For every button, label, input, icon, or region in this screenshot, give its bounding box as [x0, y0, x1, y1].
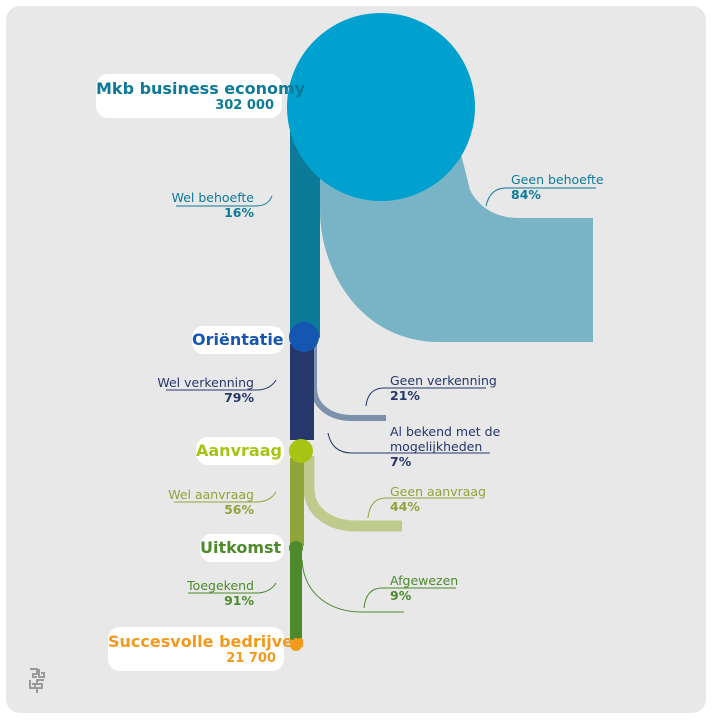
no-need-leader-line — [485, 187, 596, 207]
applied-flow-trunk — [290, 458, 304, 546]
stage-orientation-title: Oriëntatie — [192, 330, 284, 349]
outcome-node — [289, 541, 303, 555]
market-size-circle — [287, 13, 475, 201]
stage-outcome-box: Uitkomst — [200, 534, 284, 562]
stage-outcome-title: Uitkomst — [200, 538, 282, 557]
stage-success-title: Succesvolle bedrijven — [108, 632, 305, 651]
success-node — [290, 639, 302, 651]
stage-success-value: 21 700 — [226, 651, 276, 666]
need-leader-line — [176, 195, 273, 207]
already-known-leader-line — [327, 432, 490, 454]
stage-start-title: Mkb business economy — [96, 79, 306, 98]
stage-start-value: 302 000 — [215, 98, 274, 113]
stage-request-title: Aanvraag — [196, 441, 282, 460]
no-exploration-flow-band — [311, 344, 386, 421]
stage-start-box: Mkb business economy 302 000 — [96, 74, 306, 118]
granted-flow-trunk — [290, 552, 302, 640]
exploration-flow-trunk — [290, 344, 314, 440]
applied-leader-line — [174, 491, 277, 503]
no-exploration-leader-line — [365, 387, 486, 407]
granted-leader-line — [188, 582, 277, 594]
exploration-leader-line — [166, 379, 277, 391]
orientation-node — [289, 322, 319, 352]
not-applied-flow-band — [303, 456, 402, 532]
rejected-leader-line — [363, 587, 456, 609]
cbs-logo-icon — [29, 668, 45, 693]
request-node — [289, 439, 313, 463]
stage-success-box: Succesvolle bedrijven 21 700 — [108, 627, 305, 671]
stage-request-box: Aanvraag — [196, 437, 284, 465]
not-applied-leader-line — [367, 497, 474, 519]
stage-orientation-box: Oriëntatie — [192, 326, 284, 354]
rejected-flow-line — [301, 559, 404, 613]
